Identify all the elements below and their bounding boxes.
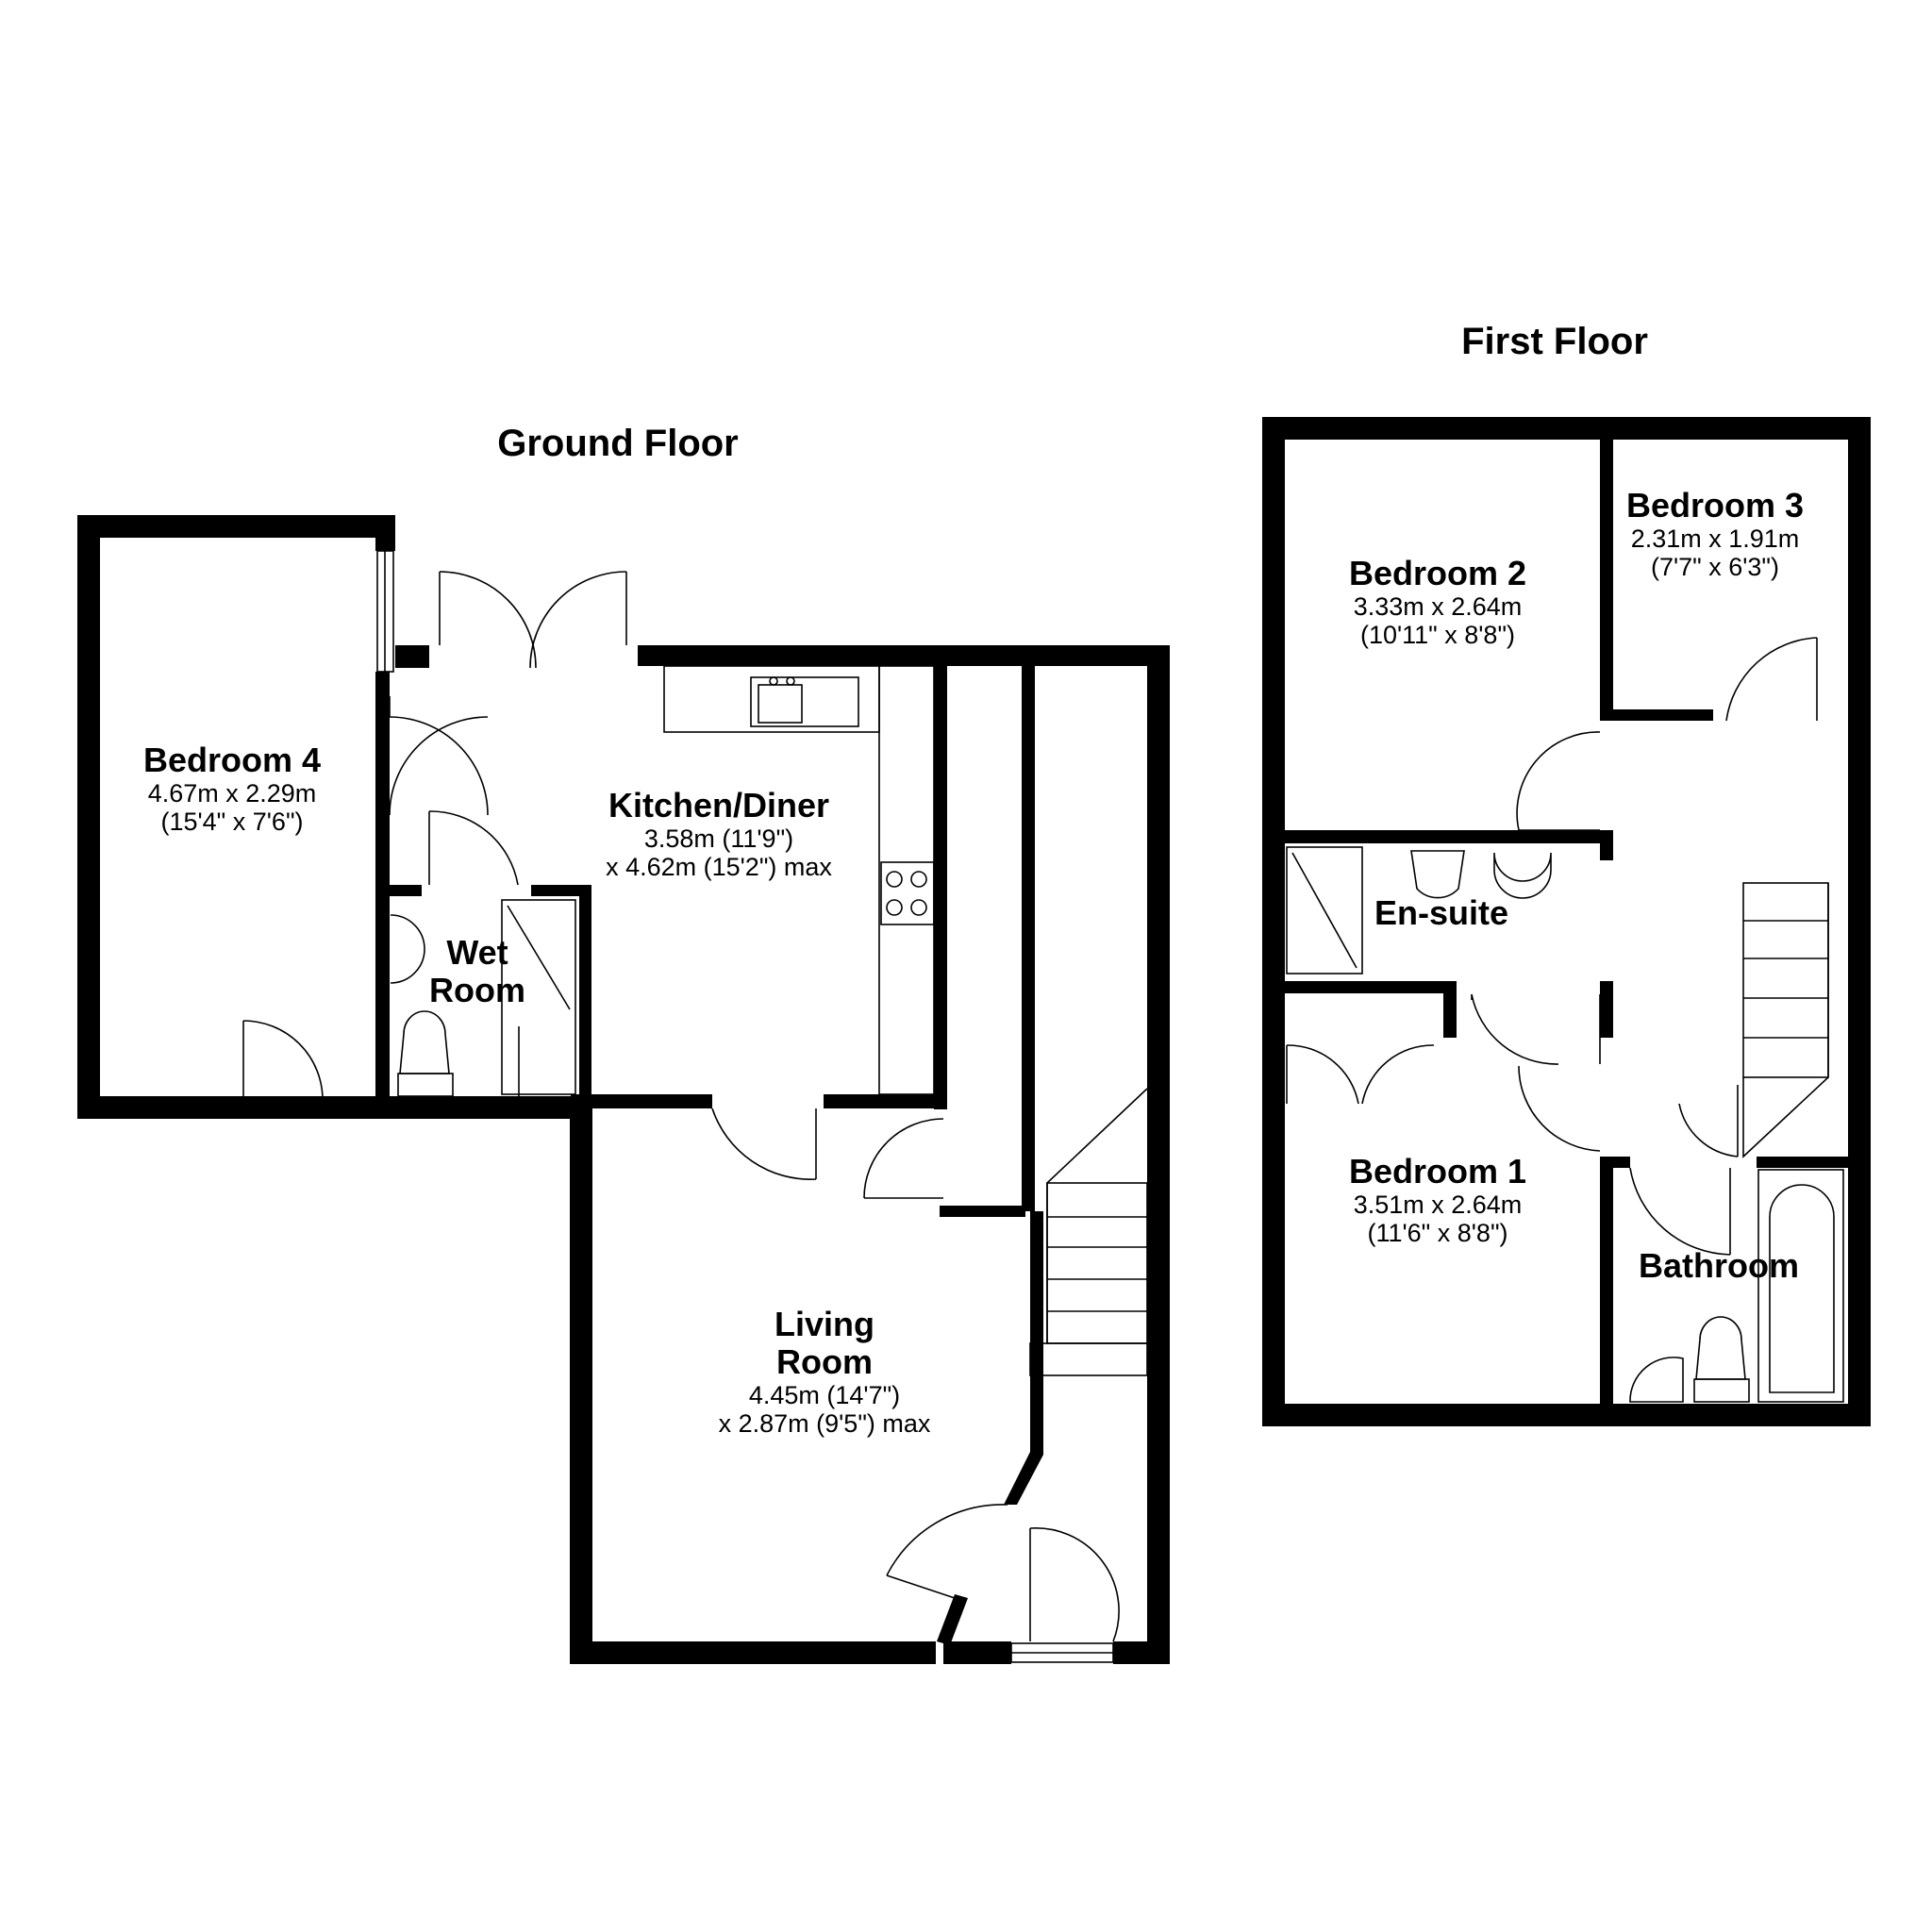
room-dimensions-max: x 4.62m (15'2") max <box>606 853 832 881</box>
room-label-bedroom-2: Bedroom 2 3.33m x 2.64m (10'11" x 8'8") <box>1348 554 1527 650</box>
room-name: Bedroom 4 <box>142 741 322 779</box>
room-label-kitchen-diner: Kitchen/Diner 3.58m (11'9") x 4.62m (15'… <box>606 786 832 882</box>
first-floor-fittings <box>1286 418 1844 1425</box>
room-dimensions-imperial: (7'7" x 6'3") <box>1650 553 1780 581</box>
room-label-bedroom-3: Bedroom 3 2.31m x 1.91m (7'7" x 6'3") <box>1625 486 1805 582</box>
room-dimensions: 4.45m (14'7") <box>748 1381 901 1409</box>
room-dimensions-imperial: (15'4" x 7'6") <box>160 808 304 836</box>
room-dimensions: 3.58m (11'9") <box>643 824 794 853</box>
room-name: Bathroom <box>1639 1246 1799 1285</box>
room-name: Bedroom 3 <box>1625 486 1805 525</box>
room-label-bedroom-4: Bedroom 4 4.67m x 2.29m (15'4" x 7'6") <box>142 741 322 837</box>
ground-floor-fittings <box>109 550 1148 1663</box>
room-label-bathroom: Bathroom <box>1639 1247 1799 1285</box>
first-floor-walls <box>1262 417 1871 1426</box>
room-name: Bedroom 2 <box>1348 554 1527 592</box>
room-name: Bedroom 1 <box>1348 1152 1527 1191</box>
room-name: Kitchen/Diner <box>608 786 830 824</box>
room-label-living-room: Living Room 4.45m (14'7") x 2.87m (9'5")… <box>718 1305 931 1439</box>
first-floor-title: First Floor <box>1461 321 1648 362</box>
room-dimensions: 2.31m x 1.91m <box>1630 525 1800 553</box>
room-dimensions: 3.51m x 2.64m <box>1353 1191 1523 1219</box>
room-label-wet-room: Wet Room <box>429 934 525 1009</box>
room-dimensions: 4.67m x 2.29m <box>147 779 317 808</box>
room-name-line-1: Wet <box>446 933 508 972</box>
room-name: En-suite <box>1374 893 1509 932</box>
room-label-en-suite: En-suite <box>1374 894 1508 932</box>
ground-floor-walls <box>77 515 1170 1664</box>
room-dimensions: 3.33m x 2.64m <box>1353 592 1523 621</box>
room-name-line-2: Room <box>429 971 525 1009</box>
room-dimensions-max: x 2.87m (9'5") max <box>718 1409 931 1438</box>
room-name-line-2: Room <box>776 1342 873 1381</box>
room-dimensions-imperial: (10'11" x 8'8") <box>1359 621 1516 649</box>
room-name-line-1: Living <box>774 1305 874 1343</box>
ground-floor-title: Ground Floor <box>497 423 739 464</box>
room-dimensions-imperial: (11'6" x 8'8") <box>1367 1219 1508 1247</box>
room-label-bedroom-1: Bedroom 1 3.51m x 2.64m (11'6" x 8'8") <box>1348 1152 1527 1248</box>
